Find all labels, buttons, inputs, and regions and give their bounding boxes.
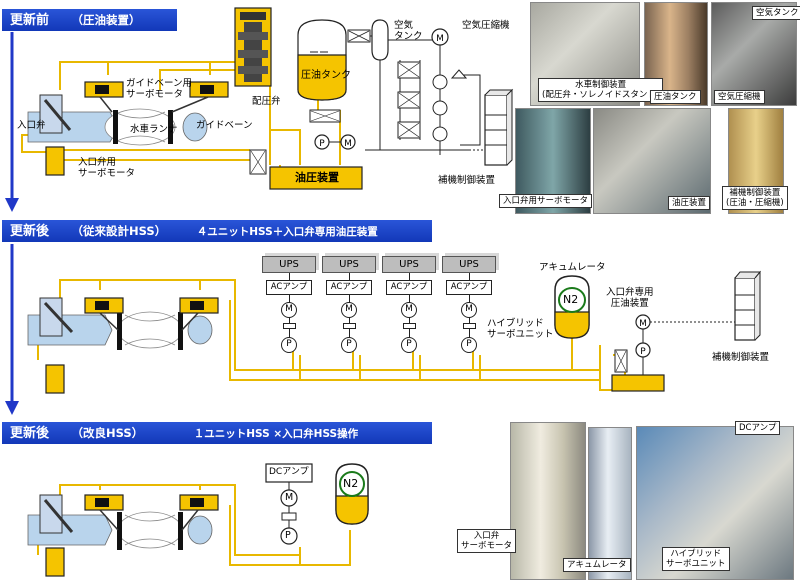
section-subtitle: （圧油装置） xyxy=(71,13,141,27)
label-hybrid-unit: ハイブリッド サーボユニット xyxy=(487,318,554,340)
section-title: 更新後 xyxy=(10,426,50,441)
photo-label-air-tank: 空気タンク xyxy=(752,6,800,20)
label-n2-3: N2 xyxy=(343,477,359,490)
flow-arrow-2 xyxy=(5,244,19,415)
photo-label-hybrid-unit: ハイブリッド サーボユニット xyxy=(662,547,730,571)
coupling xyxy=(463,323,476,329)
photo-label-inlet-servo: 入口弁用サーボモータ xyxy=(499,194,593,208)
label-pump-3: P xyxy=(285,530,291,541)
label-guide-vane-servo: ガイドベーン用 サーボモータ xyxy=(126,78,193,100)
photo-label-inlet-servo-new: 入口弁 サーボモータ xyxy=(457,529,517,553)
label-air-tank: 空気 タンク xyxy=(394,20,423,42)
photo-inlet-servo-new xyxy=(510,422,586,580)
label-n2-2: N2 xyxy=(563,293,579,306)
svg-text:M: M xyxy=(344,139,352,149)
photo-label-dc-amp: DCアンプ xyxy=(735,421,781,435)
connector xyxy=(289,273,290,280)
label-aux-panel-2: 補機制御装置 xyxy=(712,352,770,363)
pump-symbol: P xyxy=(461,337,477,353)
connector xyxy=(349,273,350,280)
photo-label-accumulator-new: アキュムレータ xyxy=(563,558,631,572)
connector xyxy=(289,295,290,345)
section-banner-improved-hss: 更新後 （改良HSS） １ユニットHSS ×入口弁HSS操作 xyxy=(2,422,432,444)
motor-symbol: M xyxy=(461,302,477,318)
pump-symbol: P xyxy=(401,337,417,353)
svg-text:P: P xyxy=(319,139,325,149)
pump-symbol: P xyxy=(341,337,357,353)
section-note: ４ユニットHSS＋入口弁専用油圧装置 xyxy=(196,226,378,238)
section-note: １ユニットHSS ×入口弁HSS操作 xyxy=(193,428,359,440)
coupling xyxy=(283,323,296,329)
label-distributor-valve: 配圧弁 xyxy=(252,96,281,107)
label-inlet-valve: 入口弁 xyxy=(17,120,46,131)
label-oil-unit: 油圧装置 xyxy=(295,171,339,184)
section-subtitle: （従来設計HSS） xyxy=(71,224,167,238)
label-dc-amp: DCアンプ xyxy=(269,467,309,477)
coupling xyxy=(343,323,356,329)
connector xyxy=(409,273,410,280)
diagram-improved-hss xyxy=(27,463,369,577)
connector xyxy=(469,273,470,280)
ac-amp-box: ACアンプ xyxy=(446,280,492,295)
diagram-before: P M M xyxy=(21,7,514,190)
section-title: 更新後 xyxy=(10,224,50,239)
label-motor-3: M xyxy=(285,492,294,503)
section-title: 更新前 xyxy=(10,13,50,28)
section-banner-before: 更新前 （圧油装置） xyxy=(2,9,177,31)
flow-arrow-1 xyxy=(5,32,19,212)
ac-amp-box: ACアンプ xyxy=(386,280,432,295)
ups-box: UPS xyxy=(442,256,496,273)
motor-symbol: M xyxy=(281,302,297,318)
label-guide-vane: ガイドベーン xyxy=(196,120,253,131)
motor-symbol: M xyxy=(341,302,357,318)
label-accumulator: アキュムレータ xyxy=(539,262,606,273)
photo-label-governor-panel: 水車制御装置 (配圧弁・ソレノイドスタンド) xyxy=(538,78,664,102)
photo-label-air-compressor: 空気圧縮機 xyxy=(714,90,765,104)
ac-amp-box: ACアンプ xyxy=(266,280,312,295)
photo-accumulator-new xyxy=(588,427,632,580)
pump-symbol: P xyxy=(281,337,297,353)
label-runner: 水車ランナ xyxy=(130,124,178,135)
connector xyxy=(349,295,350,345)
diagram-conventional-hss: M P xyxy=(27,270,762,394)
label-oil-tank: 圧油タンク xyxy=(301,70,351,81)
ac-amp-box: ACアンプ xyxy=(326,280,372,295)
coupling xyxy=(403,323,416,329)
svg-text:P: P xyxy=(640,347,646,357)
svg-text:M: M xyxy=(436,34,444,44)
ups-box: UPS xyxy=(322,256,376,273)
photo-label-oil-unit: 油圧装置 xyxy=(668,196,711,210)
label-air-compressor: 空気圧縮機 xyxy=(462,20,510,31)
svg-text:M: M xyxy=(639,319,647,329)
ups-box: UPS xyxy=(382,256,436,273)
connector xyxy=(469,295,470,345)
label-aux-panel-1: 補機制御装置 xyxy=(438,175,496,186)
section-subtitle: （改良HSS） xyxy=(71,426,144,440)
label-inlet-oil-unit: 入口弁専用 圧油装置 xyxy=(606,287,654,309)
photo-label-oil-tank: 圧油タンク xyxy=(650,90,701,104)
label-inlet-servo: 入口弁用 サーボモータ xyxy=(78,157,136,179)
photo-label-aux-panel: 補機制御装置 (圧油・圧縮機) xyxy=(722,186,788,210)
motor-symbol: M xyxy=(401,302,417,318)
ups-box: UPS xyxy=(262,256,316,273)
connector xyxy=(409,295,410,345)
section-banner-conventional-hss: 更新後 （従来設計HSS） ４ユニットHSS＋入口弁専用油圧装置 xyxy=(2,220,432,242)
